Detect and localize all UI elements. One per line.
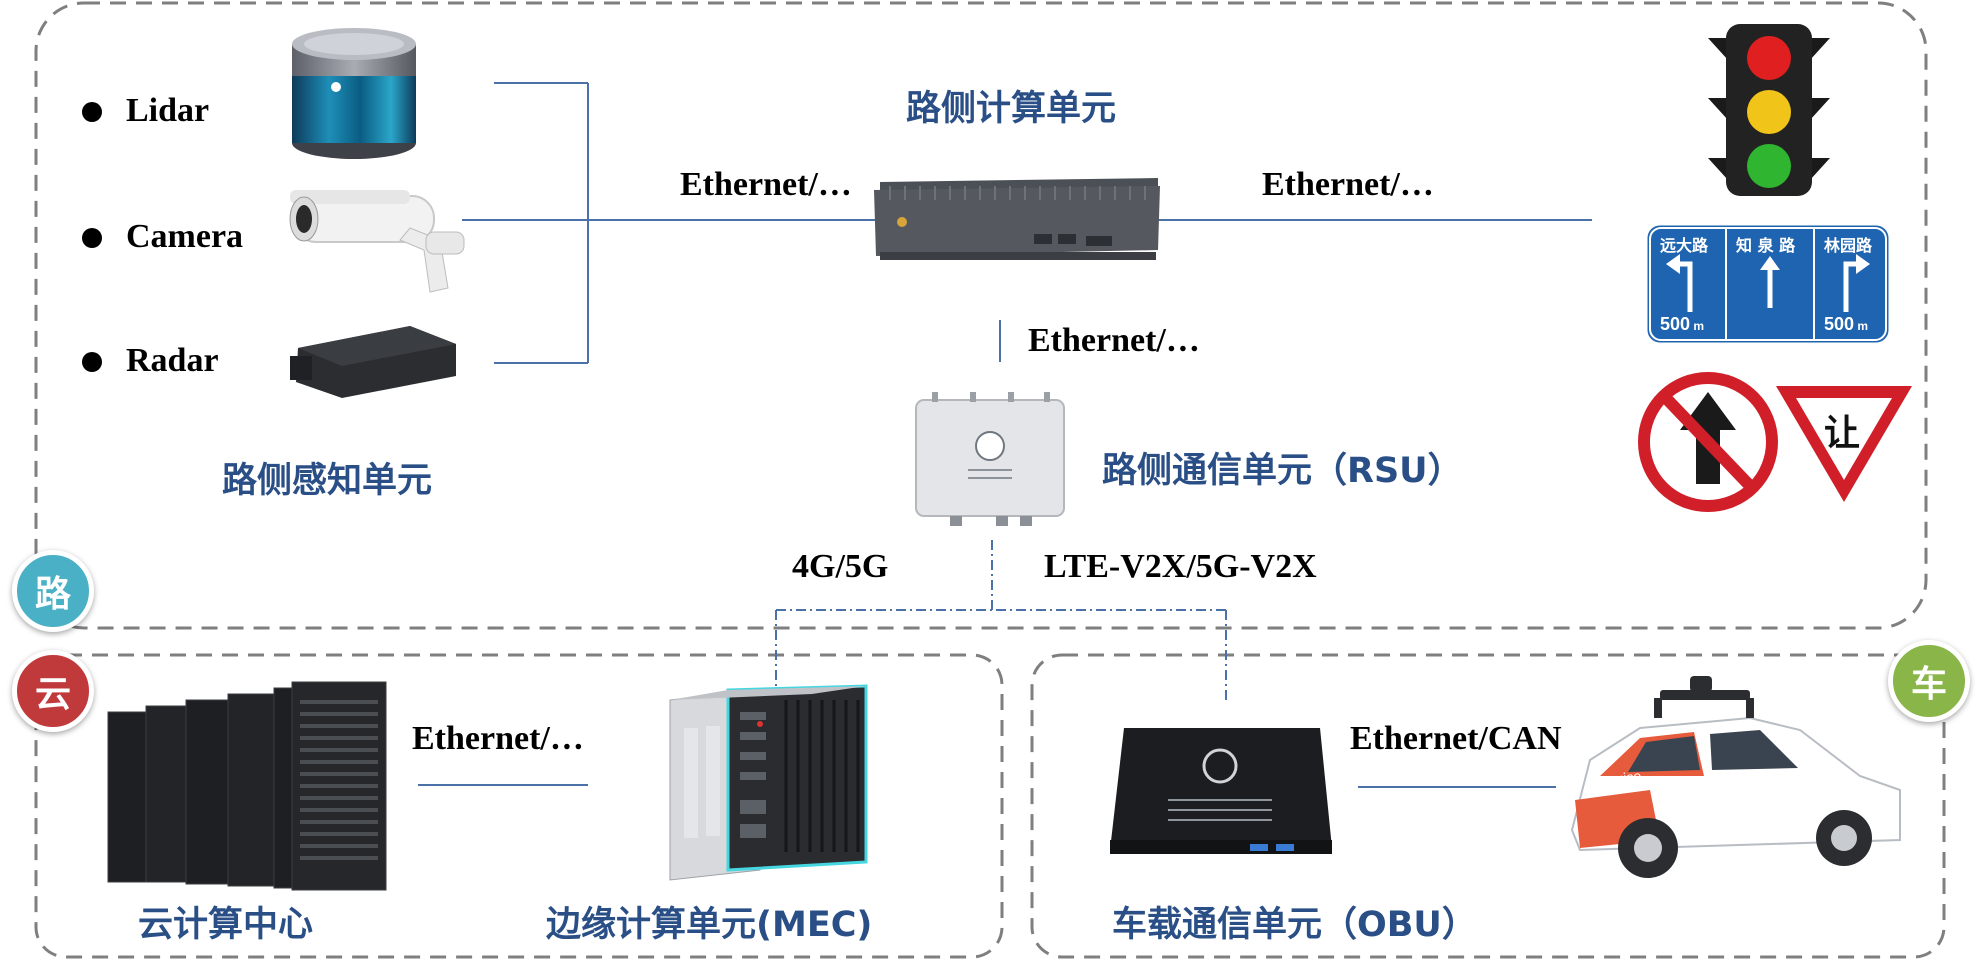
lidar-device-image xyxy=(292,28,416,159)
direction-guide-sign xyxy=(1644,222,1892,346)
guide-sign-distance-1-unit: m xyxy=(1690,319,1705,333)
cloud-center-title: 云计算中心 xyxy=(138,905,314,945)
guide-sign-text-3: 林园路 xyxy=(1824,236,1873,255)
wireless-links xyxy=(775,540,1227,700)
guide-sign-text-1: 远大路 xyxy=(1660,236,1709,255)
obu-title: 车载通信单元（OBU） xyxy=(1112,905,1477,945)
mec-device-image xyxy=(669,684,868,881)
guide-sign-distance-3-value: 500 xyxy=(1824,314,1855,334)
guide-sign-distance-1: 500 m xyxy=(1660,314,1704,335)
compute-down-link-label: Ethernet/… xyxy=(1028,322,1200,359)
cloud-link-label: Ethernet/… xyxy=(412,720,584,757)
road-region-frame xyxy=(34,1,1928,630)
road-badge: 路 xyxy=(12,550,94,632)
cloud-region-frame xyxy=(34,653,1004,959)
vehicle-region-frame xyxy=(1030,653,1946,959)
rsu-device-image xyxy=(915,392,1065,526)
guide-sign-distance-1-value: 500 xyxy=(1660,314,1691,334)
server-racks-image xyxy=(107,681,387,891)
obu-device-image xyxy=(1110,728,1332,854)
mec-title: 边缘计算单元(MEC) xyxy=(546,905,873,945)
compute-right-link-label: Ethernet/… xyxy=(1262,166,1434,203)
sensor-bracket-connector xyxy=(462,82,589,364)
lidar-label: Lidar xyxy=(126,92,210,129)
camera-device-image xyxy=(289,190,465,293)
camera-label: Camera xyxy=(126,218,244,255)
radar-label: Radar xyxy=(126,342,219,379)
cloud-badge: 云 xyxy=(12,650,94,732)
rsu-title: 路侧通信单元（RSU） xyxy=(1102,451,1463,491)
traffic-light-image xyxy=(1708,24,1830,196)
radar-device-image xyxy=(290,326,456,398)
vehicle-badge: 车 xyxy=(1888,640,1970,722)
car-image xyxy=(1570,676,1901,878)
radar-bullet xyxy=(82,352,102,372)
camera-bullet xyxy=(82,228,102,248)
perception-unit-title: 路侧感知单元 xyxy=(222,461,433,501)
compute-left-link-label: Ethernet/… xyxy=(680,166,852,203)
link-v2x-label: LTE-V2X/5G-V2X xyxy=(1044,548,1317,585)
yield-sign xyxy=(1776,386,1912,502)
guide-sign-distance-3: 500 m xyxy=(1824,314,1868,335)
lidar-bullet xyxy=(82,102,102,122)
no-straight-sign xyxy=(1638,372,1778,512)
guide-sign-text-2: 知 泉 路 xyxy=(1736,236,1796,255)
roadside-compute-device-image xyxy=(874,178,1160,260)
link-4g-5g-label: 4G/5G xyxy=(792,548,889,585)
roadside-compute-title: 路侧计算单元 xyxy=(906,89,1117,129)
yield-sign-text: 让 xyxy=(1824,413,1861,454)
vehicle-link-label: Ethernet/CAN xyxy=(1350,720,1562,757)
guide-sign-distance-3-unit: m xyxy=(1854,319,1869,333)
